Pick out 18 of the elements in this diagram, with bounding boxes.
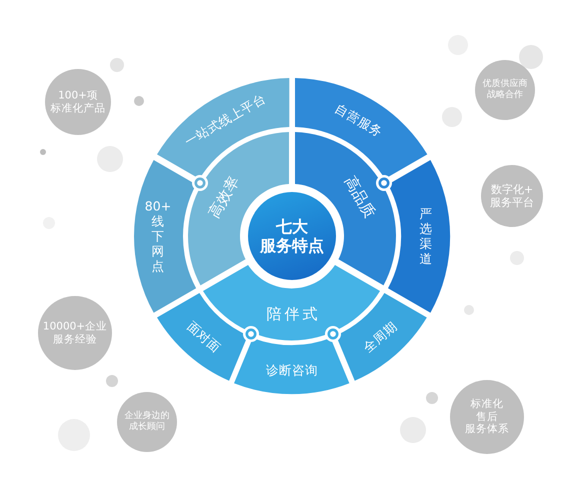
- segment-label: 全周期: [360, 318, 400, 356]
- bubble-text: 企业身边的成长顾问: [124, 411, 170, 433]
- segment-label: 严选渠道: [419, 206, 432, 266]
- segment-label: 高品质: [340, 173, 379, 221]
- bubble-text: 优质供应商战略合作: [482, 79, 528, 101]
- bubble-text: 数字化+服务平台: [490, 182, 534, 210]
- bubble-text: 100+项标准化产品: [50, 89, 106, 115]
- segment-label: 一站式线上平台: [182, 90, 268, 150]
- segment-label: 高效率: [205, 173, 244, 221]
- segment-label: 自营服务: [332, 100, 386, 140]
- segment-label: 陪伴式: [265, 304, 320, 323]
- center-title: 七大服务特点: [260, 216, 324, 256]
- segment-label: 80+线下网点: [144, 198, 172, 274]
- segment-label: 诊断咨询: [266, 362, 318, 378]
- segment-label: 面对面: [184, 318, 224, 356]
- bubble-text: 10000+企业服务经验: [42, 320, 108, 346]
- center-circle: [248, 192, 336, 280]
- bubble-text: 标准化售后服务体系: [465, 398, 509, 436]
